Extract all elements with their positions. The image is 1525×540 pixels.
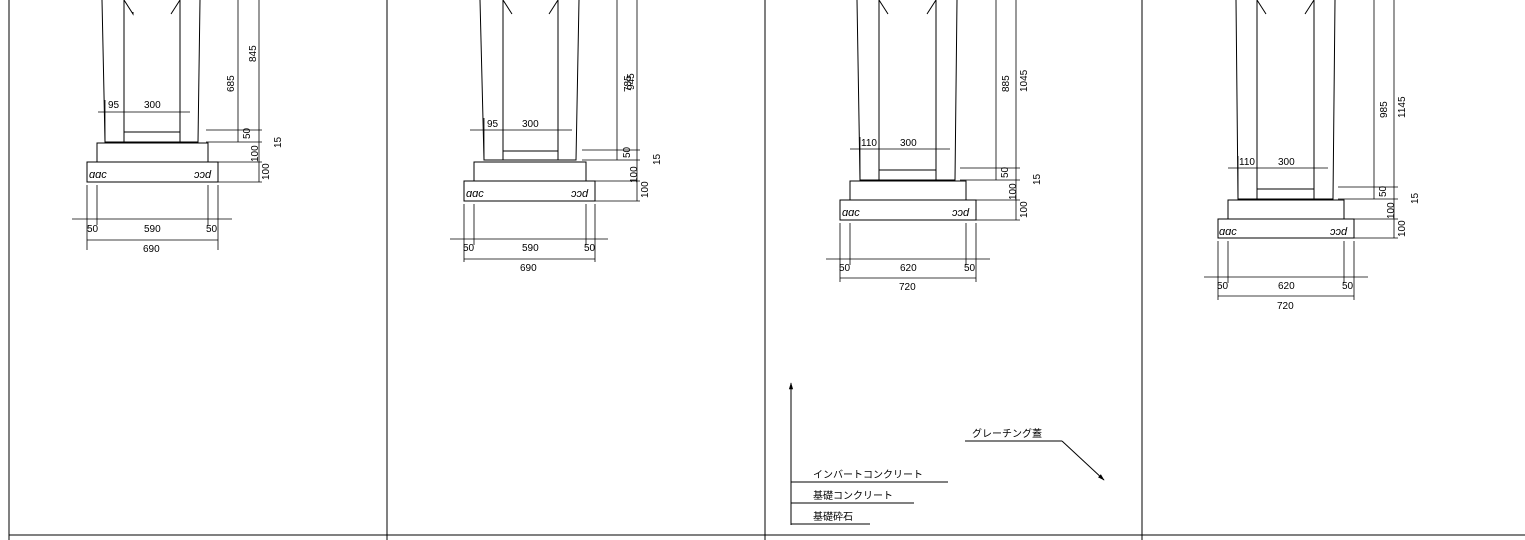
gravel-hatch-right: ɔɔd (194, 169, 212, 181)
dimension-lines (72, 0, 262, 250)
label-base-concrete: 基礎コンクリート (813, 489, 893, 502)
channel-walls (1235, 0, 1336, 200)
base-concrete (849, 180, 967, 201)
channel-walls (479, 0, 580, 161)
dim-inner-width: 300 (1278, 157, 1295, 168)
dim-invert: 50 (1000, 166, 1011, 178)
dim-overall-width: 720 (899, 282, 916, 293)
gravel-hatch-left: ɑɑc (1219, 226, 1237, 238)
dimension-lines (450, 0, 640, 262)
base-gravel (463, 180, 596, 202)
dim-left-margin: 50 (463, 243, 475, 254)
base-gravel (839, 199, 977, 221)
base-concrete (96, 142, 209, 163)
dim-right-margin: 50 (206, 224, 218, 235)
dim-right-margin: 50 (584, 243, 596, 254)
dim-left-margin: 50 (839, 263, 851, 274)
gravel-hatch-left: ɑɑc (89, 169, 107, 181)
dim-gravel: 100 (640, 181, 651, 198)
dim-gravel: 100 (1019, 201, 1030, 218)
dim-wall-thickness: 110 (861, 138, 877, 149)
base-concrete (473, 161, 587, 182)
dim-overall-width: 720 (1277, 301, 1294, 312)
dim-base-width: 590 (144, 224, 161, 235)
section-panel-3: ɑɑc ɔɔd 110 300 885 1045 50 100 100 15 (826, 0, 1043, 293)
label-invert-concrete: インバートコンクリート (813, 469, 923, 481)
gravel-hatch-right: ɔɔd (1330, 226, 1348, 238)
dim-left-margin: 50 (1217, 281, 1229, 292)
dim-right-margin: 50 (1342, 281, 1354, 292)
dimension-lines (1204, 0, 1398, 300)
dim-gravel: 100 (1397, 220, 1408, 237)
dim-base-width: 620 (900, 263, 917, 274)
base-gravel (1217, 218, 1355, 239)
dim-extra: 15 (1032, 173, 1043, 185)
dim-wall-height: 785 (623, 75, 634, 92)
dim-total-height: 845 (248, 45, 259, 62)
dim-wall-thickness: 110 (1239, 157, 1255, 168)
gravel-hatch-right: ɔɔd (571, 188, 589, 200)
dim-extra: 15 (652, 153, 663, 165)
dim-extra: 15 (273, 136, 284, 148)
dim-inner-width: 300 (900, 138, 917, 149)
dim-wall-thickness: 95 (487, 119, 499, 130)
dim-invert: 50 (242, 127, 253, 139)
legend-leaders (788, 382, 1105, 525)
dim-base-width: 620 (1278, 281, 1295, 292)
channel-walls (856, 0, 958, 181)
dim-wall-height: 885 (1001, 75, 1012, 92)
dim-total-height: 1145 (1397, 96, 1408, 118)
dim-overall-width: 690 (520, 263, 537, 274)
dim-base-width: 590 (522, 243, 539, 254)
label-grating-cover: グレーチング蓋 (972, 427, 1042, 440)
channel-walls (101, 0, 201, 143)
dim-gravel: 100 (261, 163, 272, 180)
dim-invert: 50 (1378, 185, 1389, 197)
dim-wall-height: 985 (1379, 101, 1390, 118)
dim-total-height: 1045 (1019, 69, 1030, 92)
dim-base: 100 (1386, 202, 1397, 219)
dim-wall-thickness: 95 (108, 100, 120, 111)
section-panel-2: ɑɑc ɔɔd 95 300 785 945 50 100 100 15 (450, 0, 663, 274)
dim-base: 100 (250, 145, 261, 162)
dim-base: 100 (1008, 183, 1019, 200)
legend: グレーチング蓋 インバートコンクリート 基礎コンクリート 基礎砕石 (788, 382, 1105, 525)
section-panel-4: ɑɑc ɔɔd 110 300 985 1145 50 100 100 15 (1204, 0, 1421, 312)
label-base-gravel: 基礎砕石 (813, 510, 853, 523)
dim-base: 100 (629, 166, 640, 183)
dimension-lines (826, 0, 1020, 282)
dim-right-margin: 50 (964, 263, 976, 274)
base-concrete (1227, 199, 1345, 220)
dim-invert: 50 (622, 146, 633, 158)
dim-total-height: 945 (626, 73, 637, 90)
panel-frame (8, 0, 1525, 540)
dim-left-margin: 50 (87, 224, 99, 235)
gravel-hatch-left: ɑɑc (842, 207, 860, 219)
dim-wall-height: 685 (226, 75, 237, 92)
dim-inner-width: 300 (144, 100, 161, 111)
dim-overall-width: 690 (143, 244, 160, 255)
section-panel-1: ɑɑc ɔɔd 95 300 685 845 50 100 100 15 (72, 0, 284, 255)
gravel-hatch-left: ɑɑc (466, 188, 484, 200)
gravel-hatch-right: ɔɔd (952, 207, 970, 219)
dim-extra: 15 (1410, 192, 1421, 204)
base-gravel (86, 161, 219, 183)
dim-inner-width: 300 (522, 119, 539, 130)
